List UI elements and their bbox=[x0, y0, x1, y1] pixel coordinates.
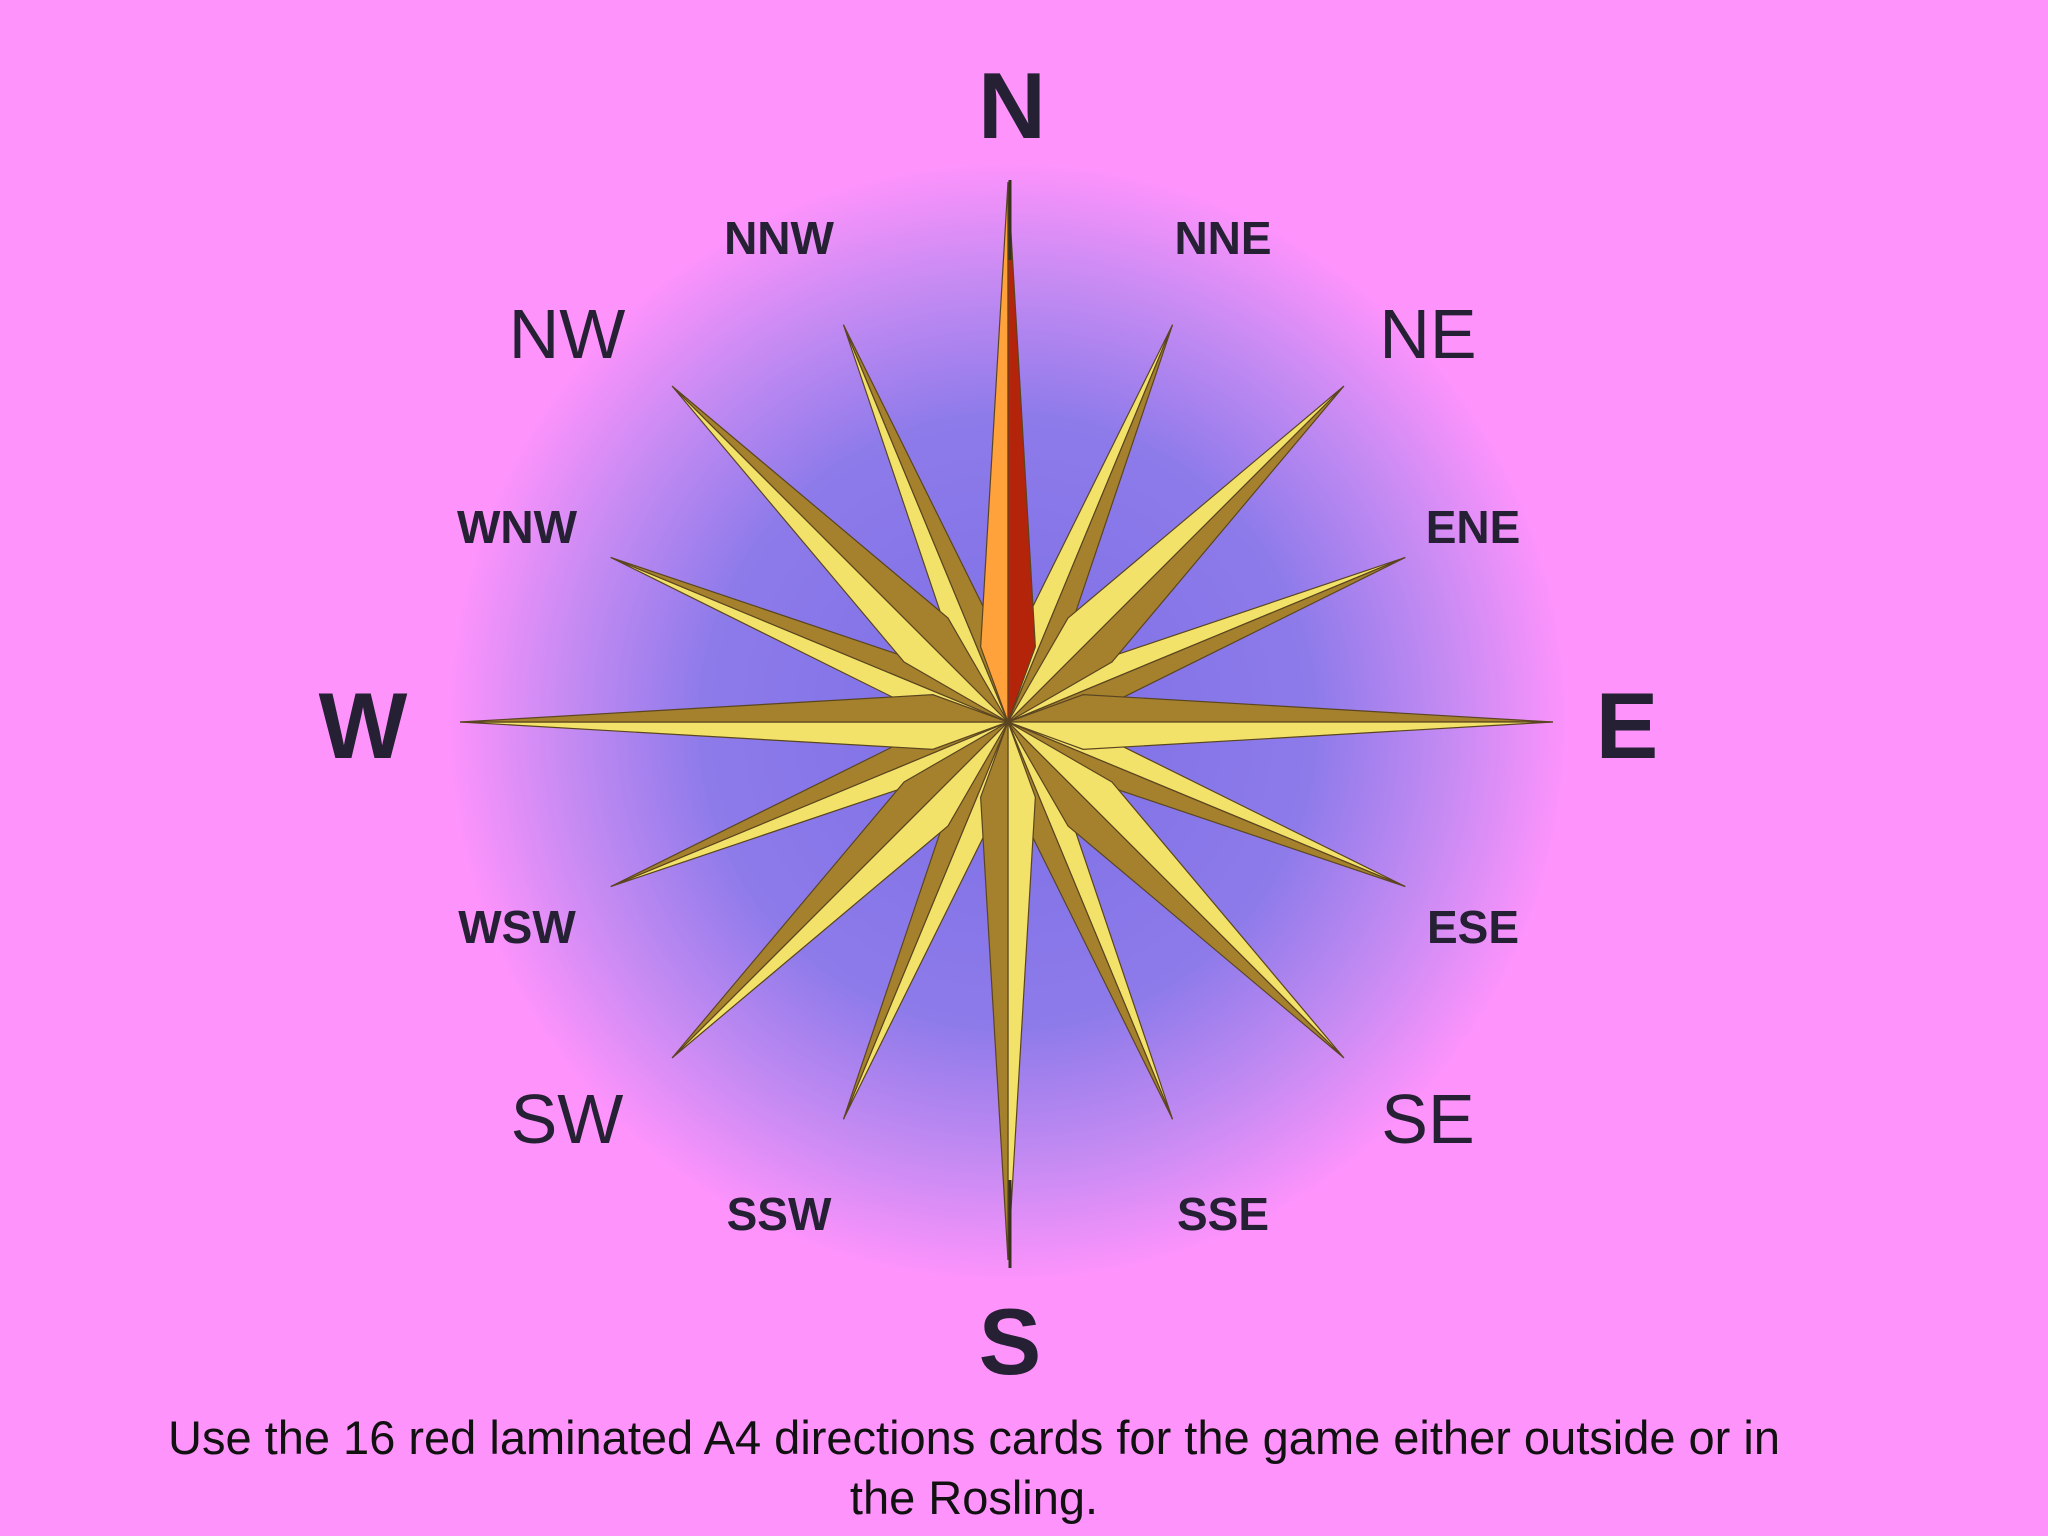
label-s: S bbox=[979, 1289, 1042, 1394]
label-ene: ENE bbox=[1426, 501, 1521, 553]
ray-s bbox=[980, 721, 1036, 1261]
label-n: N bbox=[978, 53, 1046, 158]
ray-w-right-face bbox=[459, 694, 1009, 723]
label-sse: SSE bbox=[1177, 1188, 1269, 1240]
label-wsw: WSW bbox=[458, 901, 576, 953]
label-ssw: SSW bbox=[727, 1188, 832, 1240]
ray-nw-right-face bbox=[671, 385, 1009, 723]
ray-ne-right-face bbox=[1007, 385, 1345, 723]
ray-sw bbox=[671, 721, 1009, 1059]
cardinal-rays bbox=[459, 180, 1554, 1268]
label-ese: ESE bbox=[1427, 901, 1519, 953]
label-w: W bbox=[319, 673, 408, 778]
label-se: SE bbox=[1381, 1080, 1474, 1158]
caption-line-2: the Rosling. bbox=[849, 1471, 1099, 1524]
ray-e-right-face bbox=[1007, 721, 1554, 750]
ray-ne bbox=[1007, 385, 1345, 723]
label-nne: NNE bbox=[1174, 212, 1271, 264]
ray-se bbox=[1007, 721, 1345, 1059]
ray-sw-right-face bbox=[671, 721, 1009, 1059]
ray-nw bbox=[671, 385, 1009, 723]
label-nnw: NNW bbox=[724, 212, 834, 264]
label-wnw: WNW bbox=[457, 501, 578, 553]
direction-labels: N S E W NW NE SW SE NNW NNE WNW ENE WSW … bbox=[319, 53, 1659, 1394]
ray-e bbox=[1007, 694, 1554, 750]
ray-w bbox=[459, 694, 1009, 750]
caption-line-1: Use the 16 red laminated A4 directions c… bbox=[168, 1411, 1780, 1464]
ray-se-right-face bbox=[1007, 721, 1345, 1059]
label-ne: NE bbox=[1379, 295, 1476, 373]
label-e: E bbox=[1596, 673, 1659, 778]
sixteenth-wind-rays bbox=[610, 324, 1406, 1120]
ray-s-right-face bbox=[980, 721, 1009, 1261]
ray-n bbox=[980, 181, 1036, 723]
label-nw: NW bbox=[509, 295, 626, 373]
label-sw: SW bbox=[511, 1080, 624, 1158]
intercardinal-rays bbox=[671, 385, 1345, 1059]
ray-n-right-face bbox=[1007, 181, 1036, 723]
